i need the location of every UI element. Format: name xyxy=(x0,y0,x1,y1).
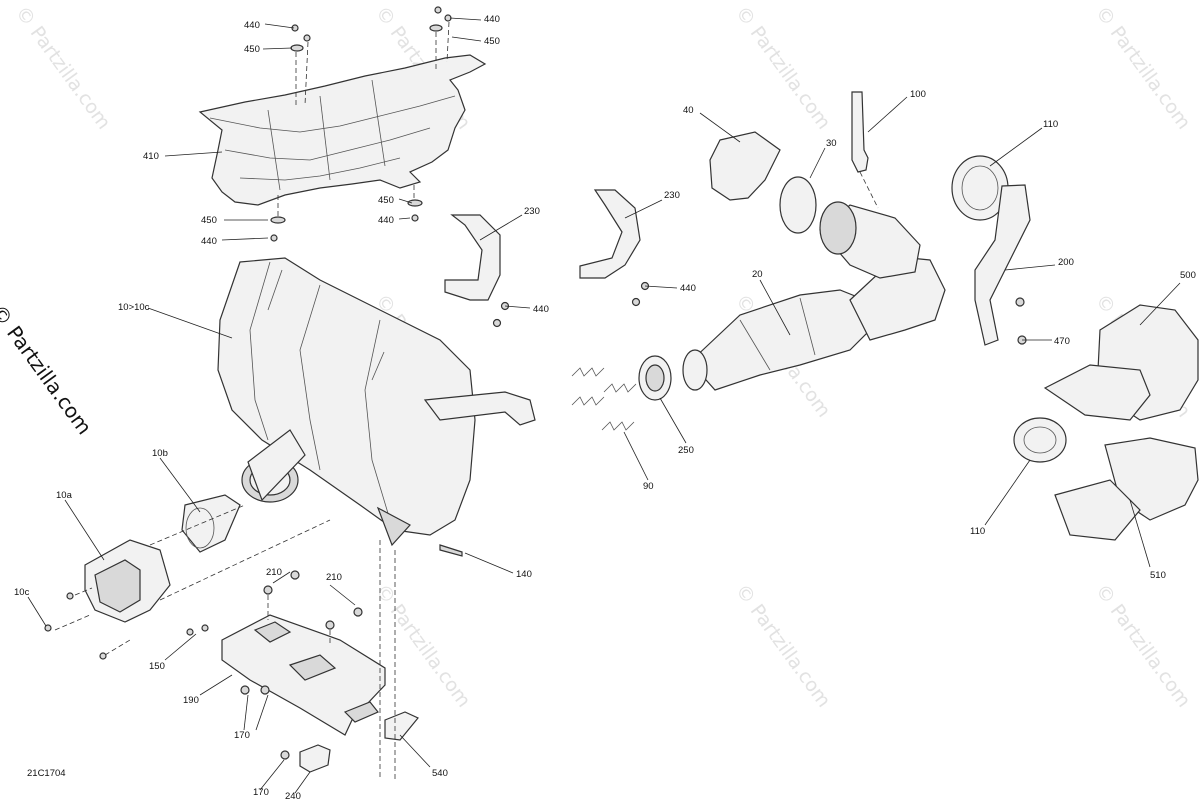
callout-190[interactable]: 190 xyxy=(183,695,199,706)
callout-110[interactable]: 110 xyxy=(970,526,985,537)
drawing-code: 21C1704 xyxy=(27,768,66,779)
gasket-part xyxy=(638,355,672,401)
callout-10a[interactable]: 10a xyxy=(56,490,73,501)
watermark: © Partzilla.com xyxy=(731,580,835,712)
callout-110[interactable]: 110 xyxy=(1043,119,1058,130)
watermark: © Partzilla.com xyxy=(371,580,475,712)
callout-210[interactable]: 210 xyxy=(266,567,282,578)
callout-labels: 440 450 440 450 410 450 440 450 440 40 3… xyxy=(14,14,1196,802)
watermark: © Partzilla.com xyxy=(1091,2,1195,134)
callout-200[interactable]: 200 xyxy=(1058,257,1074,268)
callout-450[interactable]: 450 xyxy=(378,195,394,206)
callout-440[interactable]: 440 xyxy=(484,14,500,25)
oxygen-sensor-part xyxy=(851,91,879,209)
callout-30[interactable]: 30 xyxy=(826,138,837,149)
callout-440[interactable]: 440 xyxy=(533,304,549,315)
callout-510[interactable]: 510 xyxy=(1150,570,1166,581)
callout-440[interactable]: 440 xyxy=(244,20,260,31)
callout-450[interactable]: 450 xyxy=(484,36,500,47)
callout-10c[interactable]: 10c xyxy=(14,587,30,598)
callout-450[interactable]: 450 xyxy=(244,44,260,55)
callout-440[interactable]: 440 xyxy=(680,283,696,294)
muffler-part xyxy=(217,257,536,547)
callout-410[interactable]: 410 xyxy=(143,151,159,162)
callout-150[interactable]: 150 xyxy=(149,661,165,672)
callout-140[interactable]: 140 xyxy=(516,569,532,580)
callout-210[interactable]: 210 xyxy=(326,572,342,583)
callout-20[interactable]: 20 xyxy=(752,269,763,280)
callout-10b[interactable]: 10b xyxy=(152,448,168,459)
callout-230[interactable]: 230 xyxy=(664,190,680,201)
callout-250[interactable]: 250 xyxy=(678,445,694,456)
watermark: © Partzilla.com xyxy=(731,2,835,134)
callout-470[interactable]: 470 xyxy=(1054,336,1070,347)
watermark: © Partzilla.com xyxy=(11,2,115,134)
callout-170[interactable]: 170 xyxy=(234,730,250,741)
springs-part xyxy=(571,367,637,431)
callout-440[interactable]: 440 xyxy=(201,236,217,247)
callout-230[interactable]: 230 xyxy=(524,206,540,217)
callout-40[interactable]: 40 xyxy=(683,105,694,116)
mounting-bracket-part xyxy=(186,540,463,780)
callout-500[interactable]: 500 xyxy=(1180,270,1196,281)
callout-100[interactable]: 100 xyxy=(910,89,926,100)
callout-450[interactable]: 450 xyxy=(201,215,217,226)
callout-170[interactable]: 170 xyxy=(253,787,269,798)
heat-shield-part xyxy=(198,6,487,242)
callout-240[interactable]: 240 xyxy=(285,791,301,802)
watermark-layer: © Partzilla.com © Partzilla.com © Partzi… xyxy=(11,2,1195,712)
callout-10-10c[interactable]: 10>10c xyxy=(118,302,150,313)
callout-90[interactable]: 90 xyxy=(643,481,654,492)
callout-540[interactable]: 540 xyxy=(432,768,448,779)
clamp-and-bracket-parts xyxy=(951,155,1031,346)
pipe-shields-parts xyxy=(1013,304,1199,541)
leader-lines xyxy=(27,17,1181,794)
callout-440[interactable]: 440 xyxy=(378,215,394,226)
pipe-guard-part xyxy=(709,131,817,234)
watermark: © Partzilla.com xyxy=(1091,580,1195,712)
muffler-outlet-parts xyxy=(44,494,331,660)
catalytic-pipe-part xyxy=(682,201,946,391)
